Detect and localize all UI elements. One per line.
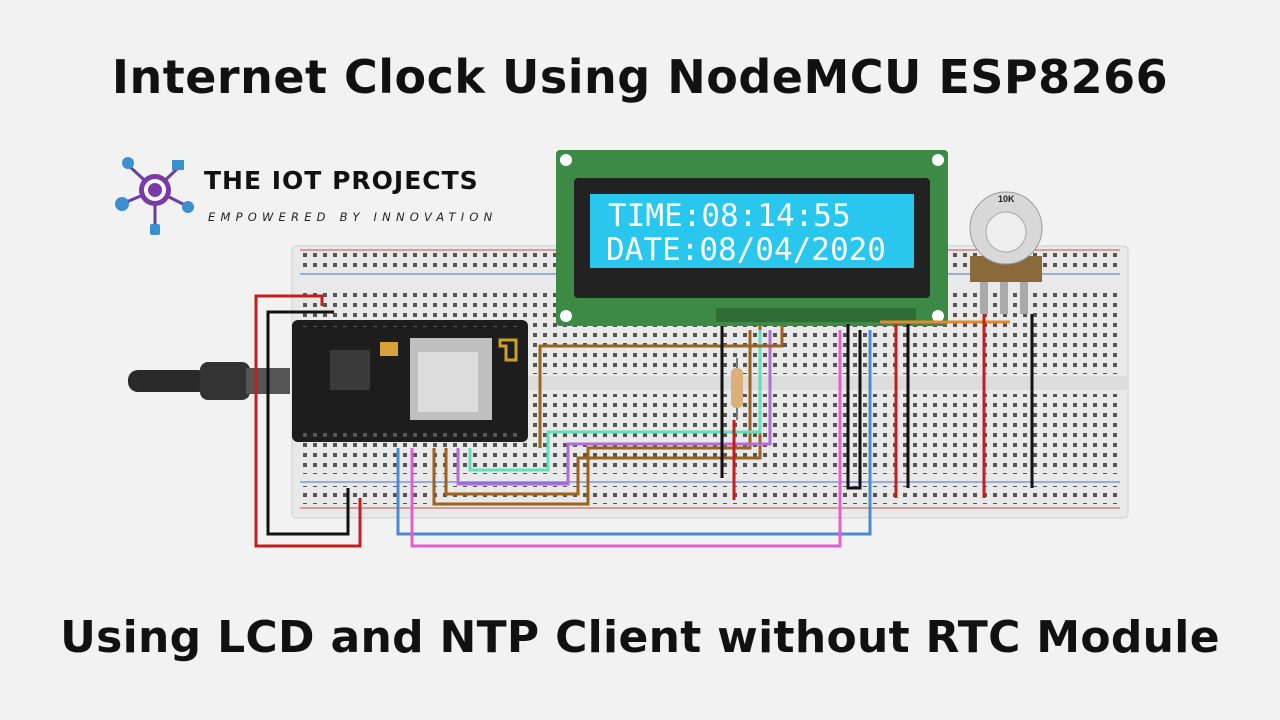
lcd-line-date: DATE:08/04/2020 — [606, 232, 886, 268]
logo-name: THE IOT PROJECTS — [204, 166, 479, 195]
nodemcu-board — [292, 320, 528, 442]
footer-title: Using LCD and NTP Client without RTC Mod… — [60, 612, 1220, 663]
lcd-module: TIME:08:14:55 DATE:08/04/2020 — [556, 150, 948, 326]
potentiometer: 10K — [969, 191, 1043, 314]
pot-value-label: 10K — [998, 194, 1015, 204]
iot-hub-icon — [115, 157, 194, 235]
lcd-line-time: TIME:08:14:55 — [608, 198, 851, 234]
logo-tagline: EMPOWERED BY INNOVATION — [208, 210, 498, 224]
resistor — [731, 358, 743, 420]
usb-cable — [128, 362, 290, 400]
page-title: Internet Clock Using NodeMCU ESP8266 — [111, 50, 1169, 104]
wires — [254, 294, 1034, 548]
